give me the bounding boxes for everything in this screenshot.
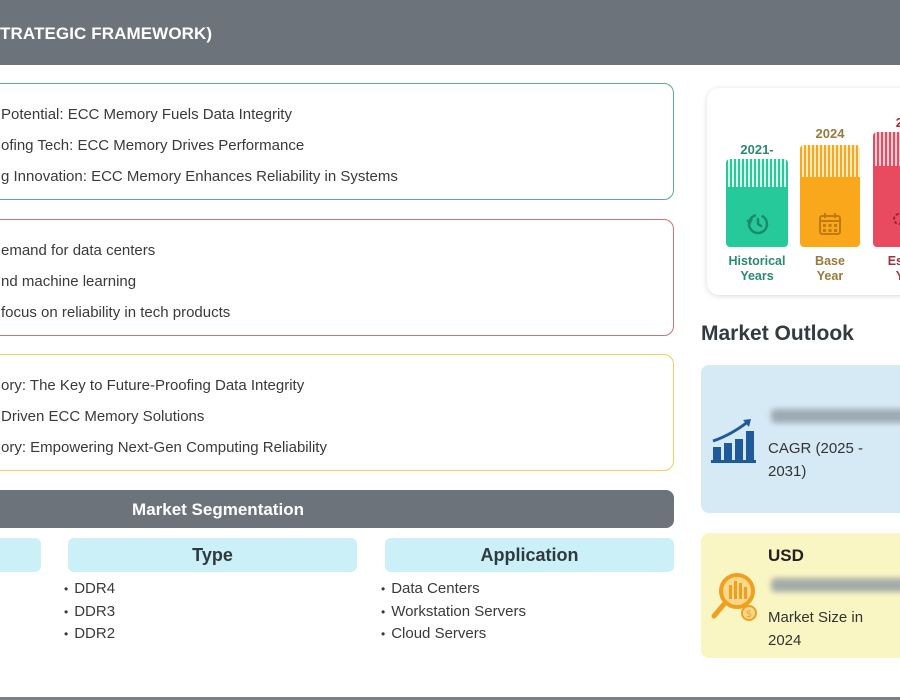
segment-heading — [0, 538, 41, 572]
list-item: emand for data centers — [1, 242, 156, 259]
list-item: DDR2 — [64, 625, 115, 648]
segmentation-header: Market Segmentation — [0, 490, 674, 528]
timeline-year: 2024 — [815, 126, 845, 141]
timeline-label: Estin Ye — [887, 254, 900, 283]
timeline-label: Historical Years — [728, 254, 786, 283]
application-list: Data Centers Workstation Servers Cloud S… — [381, 580, 526, 648]
growth-chart-icon — [711, 419, 756, 463]
magnifier-chart-icon: $ — [711, 573, 757, 621]
list-item: focus on reliability in tech products — [1, 304, 231, 321]
market-size-card: $ USD Market Size in 2024 — [701, 533, 900, 658]
list-item: nd machine learning — [1, 273, 137, 290]
svg-text:$: $ — [746, 609, 752, 620]
drivers-card: emand for data centers nd machine learni… — [0, 219, 674, 336]
cagr-label: CAGR (2025 - 2031) — [768, 440, 864, 480]
list-item: DDR3 — [64, 603, 115, 626]
timeline-column-historical: 2021-2023 Historical Years — [726, 88, 788, 295]
list-item: g Innovation: ECC Memory Enhances Reliab… — [1, 168, 398, 185]
list-item: DDR4 — [64, 580, 115, 603]
timeline-bar — [726, 159, 788, 247]
type-list: DDR4 DDR3 DDR2 — [64, 580, 115, 648]
segment-heading-type: Type — [68, 538, 357, 572]
market-size-label: Market Size in 2024 — [768, 609, 864, 649]
history-clock-icon — [746, 213, 769, 235]
segmentation-title: Market Segmentation — [132, 500, 304, 519]
calendar-icon — [819, 213, 841, 235]
opportunities-card: Potential: ECC Memory Fuels Data Integri… — [0, 83, 674, 200]
timeline-year: 20 — [895, 115, 900, 130]
list-item: Cloud Servers — [381, 625, 526, 648]
timeline-label: Base Year — [815, 254, 845, 283]
list-item: ory: Empowering Next-Gen Computing Relia… — [1, 439, 327, 456]
timeline-bar — [800, 145, 860, 247]
trends-card: ory: The Key to Future-Proofing Data Int… — [0, 354, 674, 471]
list-item: ory: The Key to Future-Proofing Data Int… — [1, 377, 305, 394]
timeline-column-base: 2024 Base Year — [800, 88, 860, 295]
cagr-value-blurred — [771, 409, 900, 423]
market-size-value-blurred — [771, 578, 900, 592]
segment-heading-application: Application — [385, 538, 674, 572]
list-item: Potential: ECC Memory Fuels Data Integri… — [1, 106, 292, 123]
currency-label: USD — [768, 546, 804, 565]
market-outlook-title: Market Outlook — [701, 322, 854, 345]
timeline-column-estimated: 20 Estin Ye — [873, 88, 900, 295]
timeline-card: 2021-2023 Historical Years 2024 — [707, 88, 900, 295]
list-item: ofing Tech: ECC Memory Drives Performanc… — [1, 137, 305, 154]
timeline-bar — [873, 132, 900, 247]
page-title: TRATEGIC FRAMEWORK) — [0, 24, 213, 43]
cagr-card: CAGR (2025 - 2031) — [701, 365, 900, 513]
list-item: Data Centers — [381, 580, 526, 603]
header-bar: TRATEGIC FRAMEWORK) — [0, 0, 900, 65]
list-item: Driven ECC Memory Solutions — [1, 408, 205, 425]
list-item: Workstation Servers — [381, 603, 526, 626]
bottom-divider — [0, 697, 900, 700]
gear-forecast-icon — [893, 213, 900, 225]
